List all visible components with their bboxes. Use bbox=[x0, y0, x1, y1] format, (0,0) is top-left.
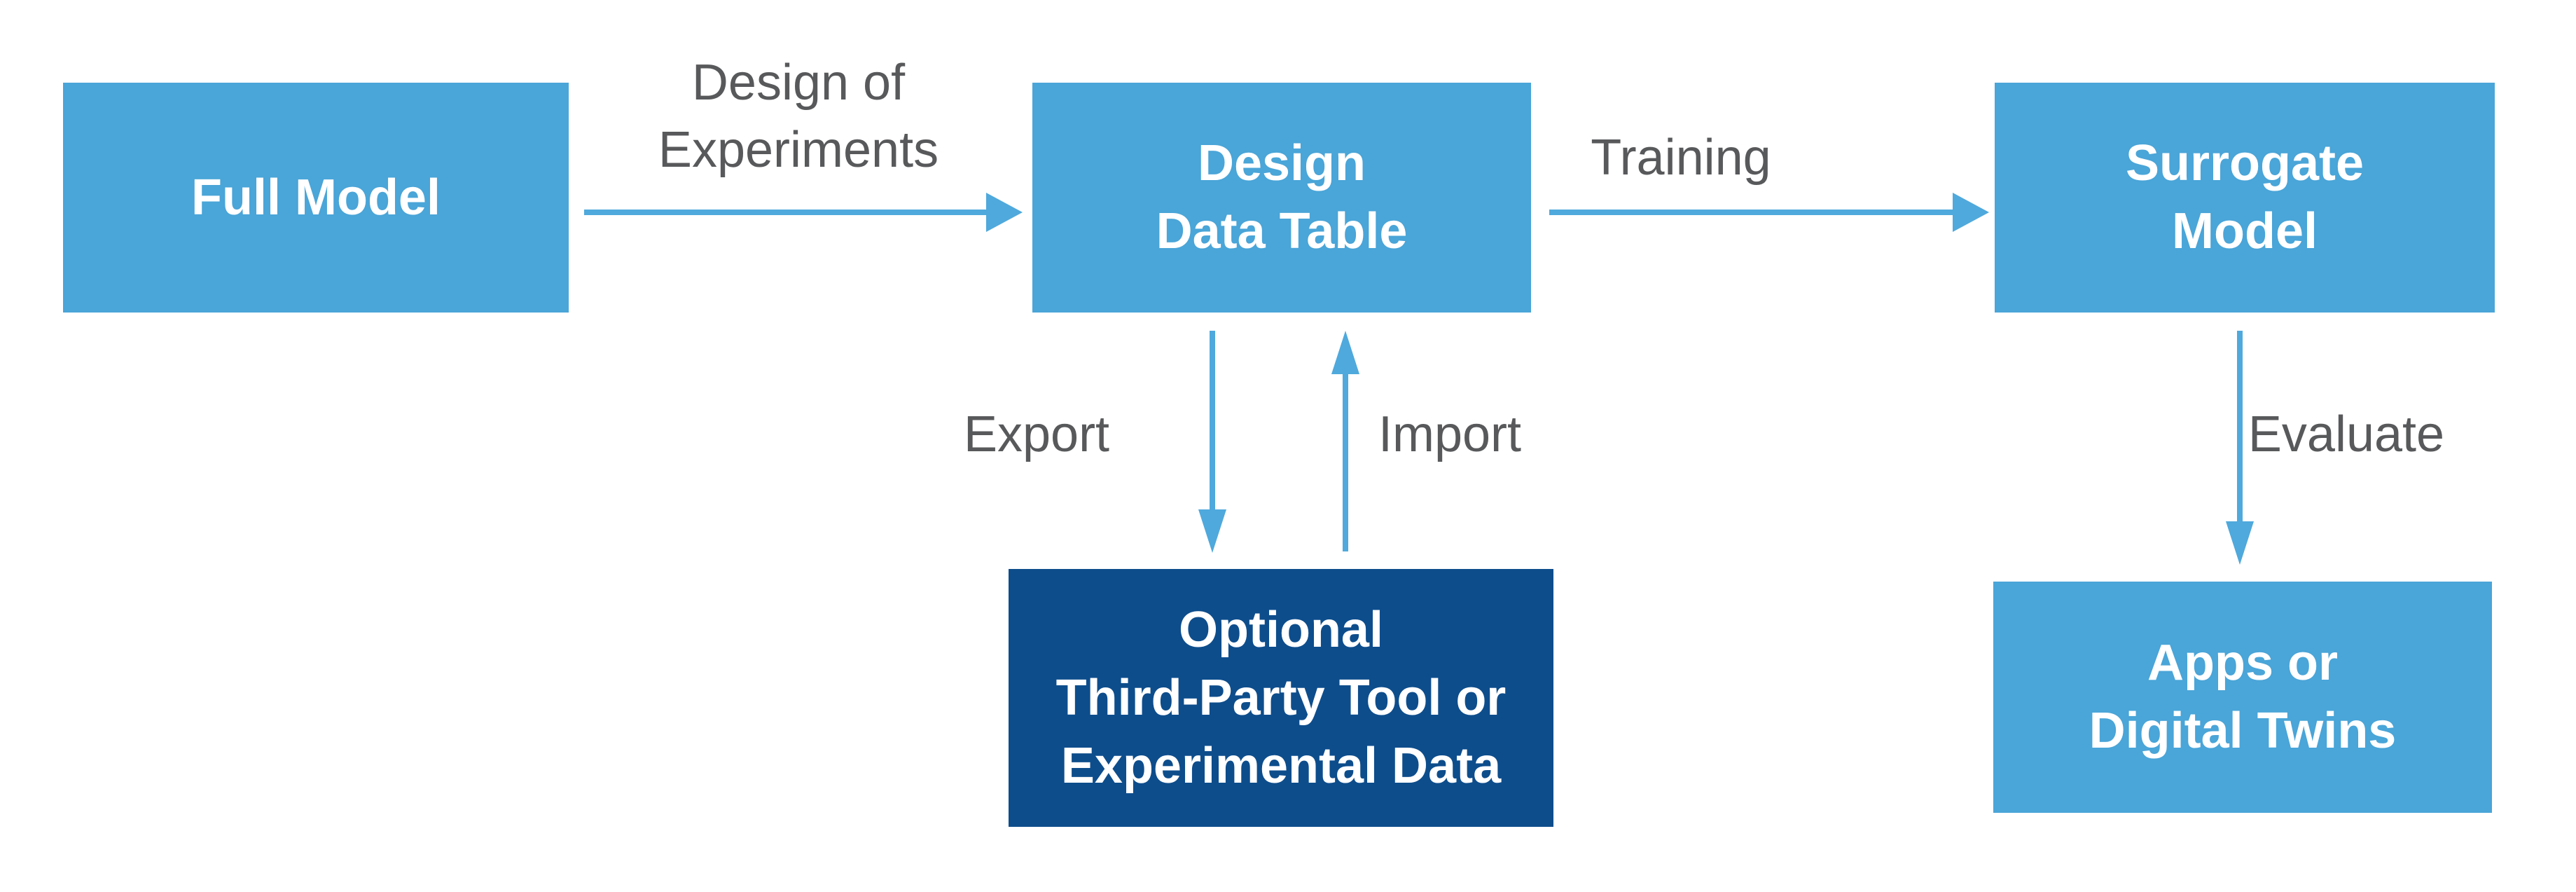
node-design-data-table-label-line1: Design bbox=[1197, 135, 1366, 191]
node-third-party-tool: Optional Third-Party Tool or Experimenta… bbox=[1009, 569, 1553, 827]
edge-label-evaluate: Evaluate bbox=[2185, 401, 2507, 468]
node-surrogate-model-label-line2: Model bbox=[2172, 203, 2318, 259]
arrow-shaft bbox=[2237, 331, 2243, 521]
arrowhead-down-icon bbox=[1198, 509, 1226, 553]
edge-label-design-of-experiments: Design of Experiments bbox=[595, 49, 1002, 184]
arrow-shaft bbox=[1343, 374, 1348, 551]
node-full-model: Full Model bbox=[63, 83, 569, 313]
node-apps-twins-label-line2: Digital Twins bbox=[2089, 703, 2397, 759]
edge-label-line: Design of bbox=[691, 55, 906, 111]
edge-label-line: Experiments bbox=[658, 122, 939, 178]
arrowhead-down-icon bbox=[2226, 521, 2254, 565]
arrowhead-right-icon bbox=[1953, 193, 1989, 232]
node-design-data-table: Design Data Table bbox=[1032, 83, 1531, 313]
node-third-party-label-line3: Experimental Data bbox=[1060, 737, 1502, 794]
edge-label-line: Evaluate bbox=[2248, 406, 2445, 462]
edge-label-export: Export bbox=[875, 401, 1198, 468]
edge-label-line: Training bbox=[1591, 130, 1771, 186]
node-full-model-label: Full Model bbox=[191, 169, 441, 226]
arrow-shaft bbox=[1210, 331, 1215, 509]
node-design-data-table-label-line2: Data Table bbox=[1156, 203, 1408, 259]
node-apps-digital-twins: Apps or Digital Twins bbox=[1993, 582, 2492, 813]
node-apps-twins-label-line1: Apps or bbox=[2147, 635, 2338, 691]
node-third-party-label-line1: Optional bbox=[1179, 601, 1383, 658]
arrowhead-right-icon bbox=[986, 193, 1023, 232]
edge-label-line: Import bbox=[1378, 406, 1522, 462]
node-third-party-label-line2: Third-Party Tool or bbox=[1055, 669, 1507, 726]
node-surrogate-model-label-line1: Surrogate bbox=[2125, 135, 2364, 191]
edge-label-line: Export bbox=[963, 406, 1110, 462]
arrow-shaft bbox=[1549, 210, 1953, 215]
edge-label-training: Training bbox=[1506, 124, 1856, 191]
arrow-shaft bbox=[584, 210, 988, 215]
node-surrogate-model: Surrogate Model bbox=[1995, 83, 2495, 313]
arrowhead-up-icon bbox=[1331, 331, 1359, 374]
edge-label-import: Import bbox=[1289, 401, 1611, 468]
